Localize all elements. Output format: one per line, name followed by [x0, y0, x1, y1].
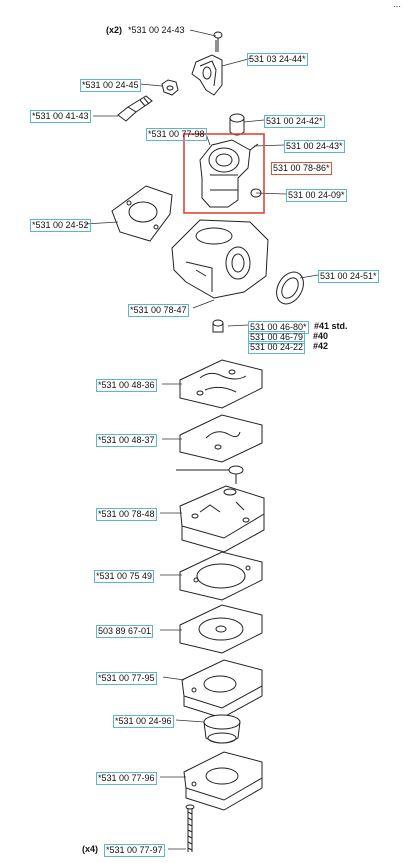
std-note: #41 std. — [314, 321, 348, 331]
bracket-part — [191, 54, 223, 96]
carburetor-body-part — [171, 219, 269, 299]
throttle-assembly-part — [199, 139, 262, 208]
pump-gasket-part — [179, 414, 263, 463]
part-number-bracket: 531 03 24-44* — [247, 53, 308, 66]
nut-part — [161, 79, 179, 96]
part-number-42: 531 00 24-22 — [248, 341, 306, 354]
stud-part — [117, 95, 153, 122]
qty-top-label: (x2) — [106, 25, 123, 35]
metering-cover-part — [181, 659, 263, 719]
part-number-lever: *531 00 77-98 — [146, 128, 207, 141]
part-number-throttle: 531 00 78-86* — [271, 162, 332, 175]
part-number-cap: 531 00 24-42* — [264, 115, 325, 128]
top-screw-part — [213, 31, 223, 52]
part-number-pump-cover: *531 00 78-48 — [96, 508, 157, 521]
metering-diaphragm-part — [179, 604, 263, 654]
part-number-spring: 531 00 24-09* — [286, 189, 347, 202]
note-40: #40 — [313, 331, 329, 341]
filter-screen-part — [176, 465, 244, 484]
pump-diaphragm-part — [179, 359, 263, 409]
part-number-diaphragm2: 503 89 67-01 — [96, 625, 154, 638]
part-number-diaphragm-top: *531 00 48-36 — [96, 379, 157, 392]
insulator-gasket-part — [111, 185, 173, 242]
part-number-gasket3: *531 00 75 49 — [94, 570, 155, 583]
bottom-cover-part — [183, 751, 263, 811]
part-number-stud: *531 00 41-43 — [30, 110, 91, 123]
pump-cover-part — [179, 485, 265, 553]
part-number-bottom-screw: *531 00 77-97 — [104, 844, 165, 857]
cap-part — [229, 113, 245, 136]
primer-bulb-part — [203, 714, 241, 744]
metering-gasket-part — [179, 551, 263, 601]
oring-part — [276, 271, 304, 305]
highlight-box — [183, 133, 265, 214]
bottom-screw-part — [185, 804, 195, 852]
part-number-std: 531 00 46-80* — [248, 321, 309, 334]
part-number-lever-screw: 531 00 24-43* — [284, 140, 345, 153]
note-42: #42 — [313, 341, 329, 351]
part-number-metering: *531 00 77-95 — [96, 672, 157, 685]
qty-bottom-label: (x4) — [82, 844, 99, 854]
window-corner-marks: ⋯ — [393, 2, 403, 11]
part-number-40: 531 00 46-79 — [248, 331, 306, 344]
part-number-cover: *531 00 77-96 — [96, 772, 157, 785]
part-number-oring: 531 00 24-51* — [318, 270, 379, 283]
part-number-primer: *531 00 24-96 — [113, 715, 174, 728]
part-number-gasket: *531 00 24-52 — [30, 219, 91, 232]
part-number-body: *531 00 78-47 — [128, 304, 189, 317]
part-number-nut: *531 00 24-45 — [80, 79, 141, 92]
part-number-gasket2: *531 00 48-37 — [96, 434, 157, 447]
part-number-top-screw: *531 00 24-43 — [128, 25, 185, 35]
jet-screw-part — [212, 319, 224, 333]
